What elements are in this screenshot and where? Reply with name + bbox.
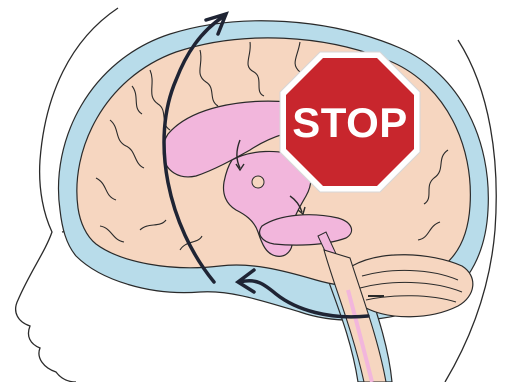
cerebellum bbox=[348, 255, 472, 317]
stop-sign-text: STOP bbox=[292, 99, 408, 146]
interventricular-foramen bbox=[252, 176, 264, 188]
stop-sign: STOP bbox=[280, 52, 420, 192]
